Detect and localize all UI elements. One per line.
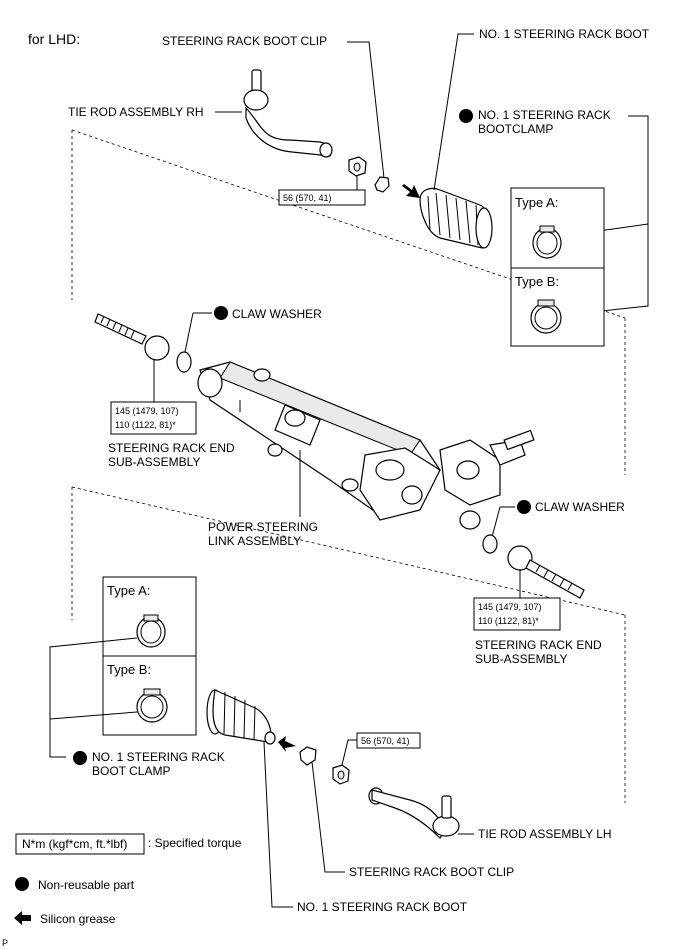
boot-top-label: NO. 1 STEERING RACK BOOT xyxy=(479,27,650,41)
torque-box-nut-top xyxy=(278,189,366,206)
legend-torque-desc: : Specified torque xyxy=(148,836,242,850)
torque-box-rack-end-bottom xyxy=(473,597,561,631)
type-box-top: Type A: Type B: xyxy=(510,187,605,347)
nonreusable-mark-clamp-top xyxy=(459,109,473,123)
boot-top xyxy=(419,187,493,249)
tie-rod-rh-label: TIE ROD ASSEMBLY RH xyxy=(68,105,204,119)
torque-nut-top: 56 (570, 41) xyxy=(283,193,332,203)
nonreusable-mark-washer-top xyxy=(214,306,228,320)
type-a-bottom-label: Type A: xyxy=(107,583,150,598)
torque-rack-end-bottom-1: 145 (1479, 107) xyxy=(478,602,542,612)
torque-box-rack-end-top xyxy=(110,401,197,435)
legend-grease-icon xyxy=(14,911,31,925)
torque-rack-end-bottom-2: 110 (1122, 81)* xyxy=(478,616,539,626)
clamp-top-label-1: NO. 1 STEERING RACK xyxy=(478,108,611,122)
grease-arrow-top xyxy=(402,184,420,198)
claw-washer-top xyxy=(176,351,192,373)
grease-arrow-bottom xyxy=(278,736,296,752)
nonreusable-mark-washer-bottom xyxy=(517,500,531,514)
boot-clip-bottom-label: STEERING RACK BOOT CLIP xyxy=(349,865,514,879)
boot-clip-top xyxy=(374,176,390,193)
boot-bottom-label: NO. 1 STEERING RACK BOOT xyxy=(297,900,468,914)
boot-clip-bottom xyxy=(299,746,317,766)
legend-grease-text: Silicon grease xyxy=(40,912,116,926)
boot-bottom xyxy=(206,689,276,745)
footer-code: P xyxy=(2,938,8,948)
legend-nonreusable-icon xyxy=(15,877,29,891)
legend-torque-box-text: N*m (kgf*cm, ft.*lbf) xyxy=(22,837,127,851)
link-label-2: LINK ASSEMBLY xyxy=(208,534,301,548)
nonreusable-mark-clamp-bottom xyxy=(73,751,87,765)
legend-nonreusable-text: Non-reusable part xyxy=(38,878,135,892)
rack-end-bottom-label-2: SUB-ASSEMBLY xyxy=(475,652,567,666)
tie-rod-lh xyxy=(368,787,460,839)
rack-end-bottom xyxy=(507,545,585,599)
legend-torque-box xyxy=(15,833,145,855)
clamp-bottom-label-1: NO. 1 STEERING RACK xyxy=(92,750,225,764)
claw-washer-bottom-label: CLAW WASHER xyxy=(535,500,625,514)
type-b-bottom-label: Type B: xyxy=(107,662,151,677)
tie-rod-rh xyxy=(243,69,333,158)
torque-rack-end-top-1: 145 (1479, 107) xyxy=(115,406,179,416)
clamp-bottom-label-2: BOOT CLAMP xyxy=(92,764,170,778)
rack-end-bottom-label-1: STEERING RACK END xyxy=(475,638,602,652)
claw-washer-bottom xyxy=(482,534,498,554)
link-label-1: POWER STEERING xyxy=(208,520,318,534)
nut-top xyxy=(348,156,367,177)
torque-nut-bottom: 56 (570, 41) xyxy=(361,736,410,746)
legend: N*m (kgf*cm, ft.*lbf) : Specified torque… xyxy=(14,833,242,926)
rack-end-top-label-2: SUB-ASSEMBLY xyxy=(108,455,200,469)
boot-clip-top-label: STEERING RACK BOOT CLIP xyxy=(162,34,327,48)
clamp-top-label-2: BOOTCLAMP xyxy=(478,122,553,136)
variant-label: for LHD: xyxy=(28,31,80,47)
nut-bottom xyxy=(332,764,350,785)
steering-rack-housing xyxy=(197,361,535,530)
torque-rack-end-top-2: 110 (1122, 81)* xyxy=(115,420,176,430)
tie-rod-lh-label: TIE ROD ASSEMBLY LH xyxy=(478,827,612,841)
type-b-top-label: Type B: xyxy=(515,274,559,289)
type-box-bottom: Type A: Type B: xyxy=(102,576,197,736)
type-a-top-label: Type A: xyxy=(515,195,558,210)
claw-washer-top-label: CLAW WASHER xyxy=(232,307,322,321)
rack-end-top xyxy=(94,313,170,361)
rack-end-top-label-1: STEERING RACK END xyxy=(108,441,235,455)
